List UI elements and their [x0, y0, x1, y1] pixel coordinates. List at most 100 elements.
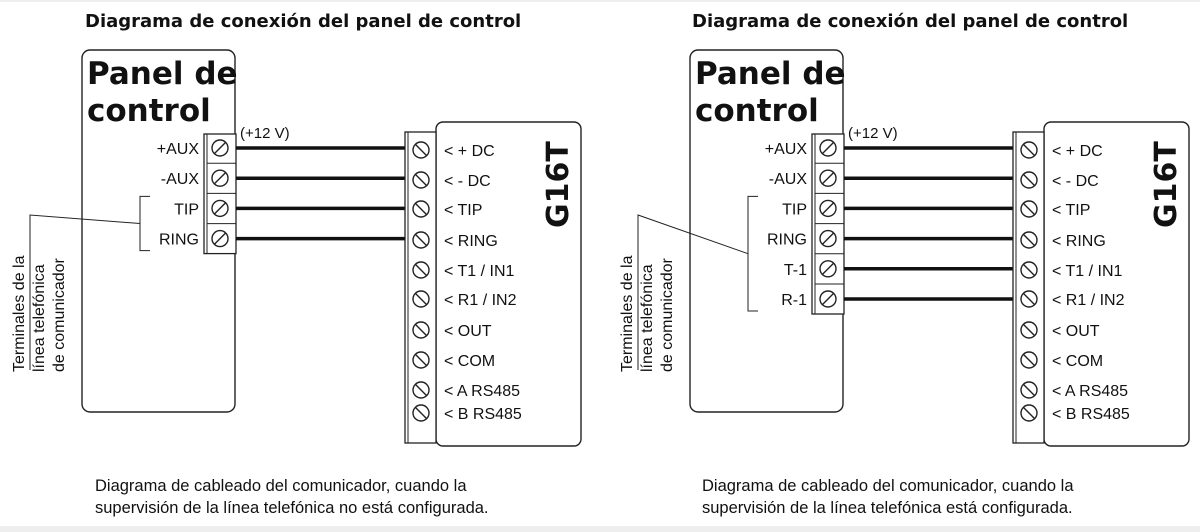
- callout-leader: [637, 214, 749, 370]
- device-terminal-label: < - DC: [1052, 173, 1099, 190]
- caption-line2: supervisión de la línea telefónica está …: [702, 499, 1073, 517]
- screw-slot: [213, 232, 227, 245]
- screw-icon: [211, 169, 229, 187]
- screw-icon: [412, 404, 430, 422]
- screw-slot: [1022, 353, 1036, 367]
- screw-icon: [211, 229, 229, 248]
- screw-slot: [1022, 173, 1036, 187]
- screw-slot: [213, 141, 227, 155]
- screw-icon: [412, 381, 430, 399]
- top-border: [0, 0, 1200, 2]
- screw-slot: [821, 232, 835, 245]
- diagram-with-supervision: Diagrama de conexión del panel de contro…: [619, 11, 1190, 517]
- screw-icon: [819, 290, 837, 308]
- device-name: G16T: [1149, 141, 1184, 228]
- panel-title-line1: Panel de: [87, 56, 238, 92]
- screw-icon: [819, 169, 837, 187]
- screw-icon: [1020, 290, 1038, 308]
- callout-label: línea telefónica: [639, 264, 656, 372]
- screw-icon: [819, 229, 837, 248]
- panel-terminal-label: RING: [159, 232, 199, 249]
- screw-slot: [213, 202, 227, 215]
- screw-slot: [1022, 202, 1036, 216]
- screw-icon: [819, 199, 837, 218]
- callout-label: de comunicador: [659, 257, 676, 372]
- device-terminal-label: < COM: [444, 353, 495, 370]
- screw-icon: [412, 261, 430, 279]
- wire-group: [844, 146, 1013, 301]
- screw-slot: [1022, 323, 1036, 337]
- caption-line1: Diagrama de cableado del comunicador, cu…: [702, 477, 1074, 495]
- screw-icon: [412, 141, 430, 159]
- screw-slot: [414, 263, 428, 277]
- device-terminal-label: < RING: [444, 233, 498, 250]
- screw-slot: [213, 172, 227, 185]
- screw-slot: [821, 141, 835, 155]
- panel-terminal-label: +AUX: [765, 141, 808, 158]
- screw-slot: [1022, 143, 1036, 157]
- caption-line1: Diagrama de cableado del comunicador, cu…: [95, 477, 467, 495]
- screw-icon: [1020, 261, 1038, 279]
- screw-slot: [821, 172, 835, 185]
- screw-icon: [1020, 141, 1038, 159]
- device-terminal-label: < OUT: [444, 323, 492, 340]
- screw-slot: [821, 202, 835, 215]
- screw-icon: [1020, 171, 1038, 189]
- panel-terminal-label: R-1: [781, 292, 807, 309]
- device-terminal-label: < B RS485: [1052, 406, 1130, 423]
- device-terminal-label: < TIP: [1052, 202, 1090, 219]
- panel-terminal-label: -AUX: [769, 171, 808, 188]
- screw-slot: [414, 143, 428, 157]
- voltage-label: (+12 V): [240, 125, 290, 142]
- panel-terminal-label: -AUX: [161, 171, 200, 188]
- device-terminal-label: < TIP: [444, 202, 482, 219]
- panel-terminal-label: +AUX: [157, 141, 200, 158]
- screw-icon: [1020, 231, 1038, 249]
- diagram-title: Diagrama de conexión del panel de contro…: [85, 11, 521, 32]
- screw-slot: [414, 202, 428, 216]
- panel-terminal-label: TIP: [174, 201, 199, 218]
- callout-label: línea telefónica: [31, 264, 48, 372]
- screw-icon: [412, 321, 430, 339]
- device-terminal-label: < T1 / IN1: [444, 263, 515, 280]
- device-terminal-label: < + DC: [1052, 143, 1103, 160]
- device-terminal-label: < - DC: [444, 173, 491, 190]
- screw-icon: [412, 290, 430, 308]
- screw-slot: [414, 292, 428, 306]
- screw-icon: [819, 260, 837, 278]
- voltage-label: (+12 V): [848, 125, 898, 142]
- screw-icon: [211, 199, 229, 218]
- device-terminal-label: < T1 / IN1: [1052, 263, 1123, 280]
- screw-slot: [414, 233, 428, 247]
- panel-terminal-block: +AUX -AUX TIP RING: [157, 133, 237, 255]
- device-terminal-label: < A RS485: [1052, 383, 1128, 400]
- screw-icon: [412, 171, 430, 189]
- g16t-module: G16T< + DC< - DC< TIP< RING< T1 / IN1< R…: [404, 121, 582, 447]
- callout-label: de comunicador: [51, 257, 68, 372]
- device-name: G16T: [541, 141, 576, 228]
- bottom-border: [0, 526, 1200, 532]
- device-terminal-label: < + DC: [444, 143, 495, 160]
- screw-icon: [1020, 351, 1038, 369]
- diagram-title: Diagrama de conexión del panel de contro…: [692, 11, 1128, 32]
- caption-line2: supervisión de la línea telefónica no es…: [95, 499, 489, 517]
- callout-leader: [29, 214, 141, 370]
- screw-slot: [1022, 292, 1036, 306]
- screw-slot: [1022, 263, 1036, 277]
- screw-icon: [412, 200, 430, 218]
- screw-slot: [1022, 406, 1036, 420]
- callout-label: Terminales de la: [11, 255, 28, 372]
- panel-terminal-label: TIP: [782, 201, 807, 218]
- screw-slot: [414, 323, 428, 337]
- panel-terminal-label: RING: [767, 232, 807, 249]
- screw-icon: [1020, 381, 1038, 399]
- screw-slot: [414, 406, 428, 420]
- wire-group: [236, 146, 405, 241]
- device-terminal-label: < COM: [1052, 353, 1103, 370]
- panel-title-line2: control: [87, 93, 211, 129]
- device-terminal-label: < RING: [1052, 233, 1106, 250]
- screw-icon: [211, 139, 229, 157]
